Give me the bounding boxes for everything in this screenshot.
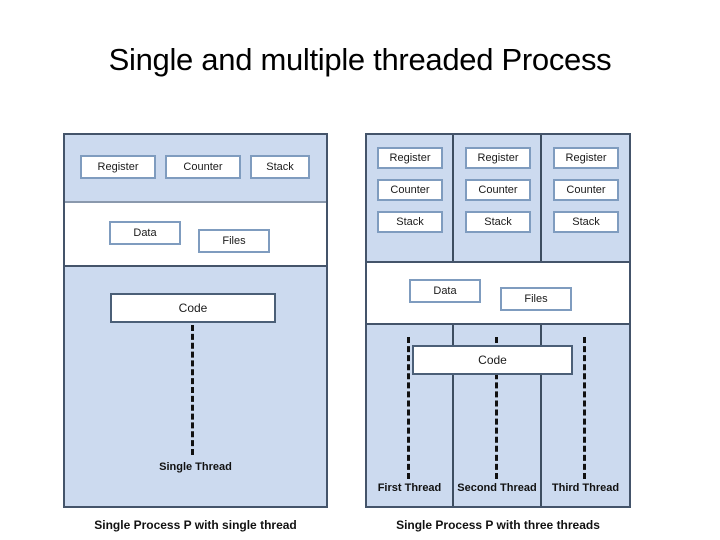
multi-threaded-process-diagram: Register Counter Stack Register Counter … [365, 133, 631, 508]
chip-register-thread3: Register [553, 147, 619, 169]
thread-line-second [495, 337, 498, 479]
thread-line-single [191, 325, 194, 455]
multi-top-band: Register Counter Stack Register Counter … [367, 135, 629, 263]
code-box: Code [110, 293, 276, 323]
code-box: Code [412, 345, 573, 375]
thread-line-first [407, 337, 410, 479]
single-thread-label: Single Thread [159, 461, 232, 473]
chip-counter-thread1: Counter [377, 179, 443, 201]
chip-files: Files [198, 229, 270, 253]
second-thread-label: Second Thread [457, 482, 537, 494]
chip-stack-thread2: Stack [465, 211, 531, 233]
chip-register: Register [80, 155, 156, 179]
multi-middle-band: Data Files [367, 263, 629, 325]
multi-bottom-band: Code First Thread Second Thread Third Th… [367, 325, 629, 506]
single-middle-band: Data Files [65, 203, 326, 267]
chip-stack-thread1: Stack [377, 211, 443, 233]
single-top-band: Register Counter Stack [65, 135, 326, 201]
thread-line-third [583, 337, 586, 479]
chip-data: Data [409, 279, 481, 303]
column-divider-3 [452, 325, 454, 506]
first-thread-label: First Thread [377, 482, 442, 494]
chip-data: Data [109, 221, 181, 245]
single-band-divider-1 [65, 201, 326, 203]
third-thread-label: Third Thread [551, 482, 620, 494]
column-divider-1 [452, 135, 454, 261]
chip-register-thread2: Register [465, 147, 531, 169]
chip-stack-thread3: Stack [553, 211, 619, 233]
column-divider-4 [540, 325, 542, 506]
chip-counter: Counter [165, 155, 241, 179]
column-divider-2 [540, 135, 542, 261]
single-bottom-band: Code Single Thread [65, 267, 326, 506]
chip-counter-thread3: Counter [553, 179, 619, 201]
caption-single-process: Single Process P with single thread [94, 518, 297, 532]
caption-multi-process: Single Process P with three threads [396, 518, 600, 532]
single-threaded-process-diagram: Register Counter Stack Data Files Code S… [63, 133, 328, 508]
chip-stack: Stack [250, 155, 310, 179]
page-title: Single and multiple threaded Process [108, 42, 612, 77]
chip-counter-thread2: Counter [465, 179, 531, 201]
chip-files: Files [500, 287, 572, 311]
chip-register-thread1: Register [377, 147, 443, 169]
